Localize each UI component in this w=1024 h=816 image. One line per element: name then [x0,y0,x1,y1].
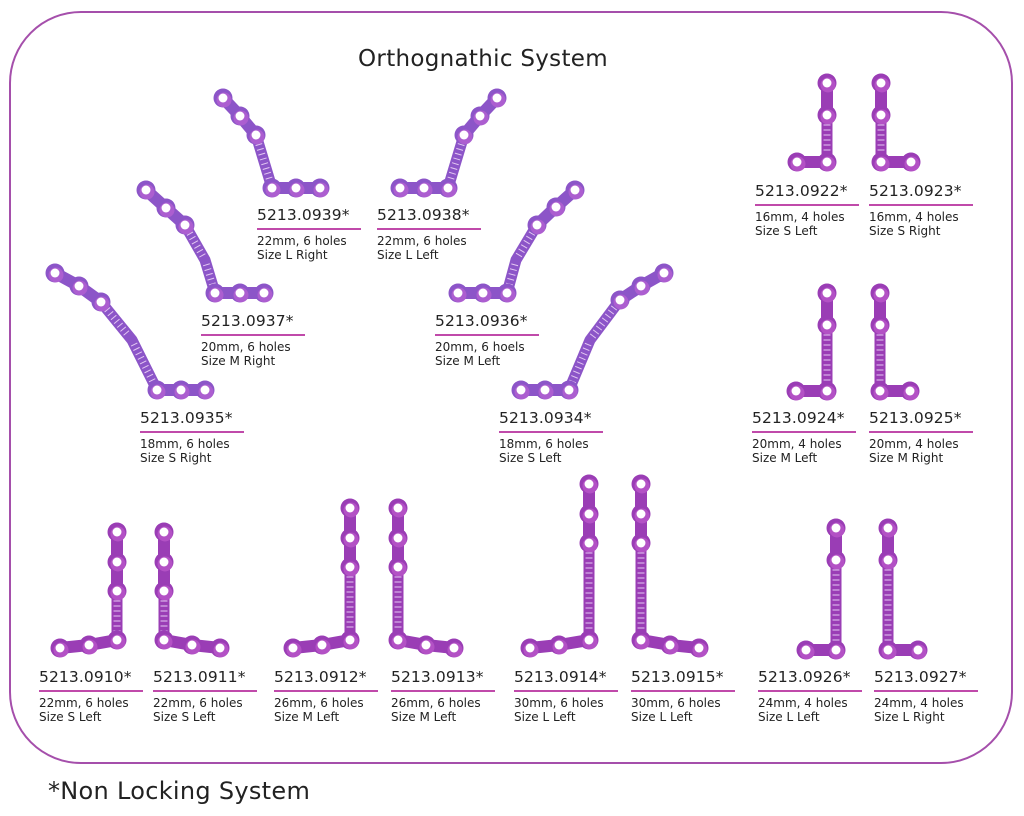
product-label: 5213.0937* 20mm, 6 holes Size M Right [201,312,305,368]
product-label: 5213.0925* 20mm, 4 holes Size M Right [869,409,973,465]
product-variant: Size L Left [377,248,439,262]
product-variant: Size L Left [631,710,693,724]
product-size: 22mm, 6 holes [39,696,129,710]
catalog-frame [9,11,1013,764]
product-label: 5213.0936* 20mm, 6 hoels Size M Left [435,312,539,368]
product-size: 26mm, 6 holes [274,696,364,710]
product-code: 5213.0923* [869,182,973,206]
bone-plate-icon [388,498,464,658]
product-variant: Size L Right [257,248,328,262]
product-variant: Size S Right [140,451,212,465]
bone-plate-icon [283,498,360,658]
product-label: 5213.0938* 22mm, 6 holes Size L Left [377,206,481,262]
product-size: 22mm, 6 holes [377,234,467,248]
product-size: 24mm, 4 holes [758,696,848,710]
product-label: 5213.0935* 18mm, 6 holes Size S Right [140,409,244,465]
bone-plate-icon [631,474,709,658]
product-size: 30mm, 6 holes [631,696,721,710]
bone-plate-icon [390,88,507,198]
product-code: 5213.0922* [755,182,859,206]
product-size: 22mm, 6 holes [257,234,347,248]
product-variant: Size S Left [153,710,216,724]
product-variant: Size S Left [39,710,102,724]
product-size: 26mm, 6 holes [391,696,481,710]
product-code: 5213.0925* [869,409,973,433]
product-size: 30mm, 6 holes [514,696,604,710]
bone-plate-icon [154,522,230,658]
product-variant: Size L Right [874,710,945,724]
product-label: 5213.0911* 22mm, 6 holes Size S Left [153,668,257,724]
product-code: 5213.0910* [39,668,143,692]
product-label: 5213.0910* 22mm, 6 holes Size S Left [39,668,143,724]
product-size: 20mm, 4 holes [752,437,842,451]
bone-plate-icon [878,518,928,660]
product-code: 5213.0912* [274,668,378,692]
product-label: 5213.0922* 16mm, 4 holes Size S Left [755,182,859,238]
product-variant: Size M Left [391,710,457,724]
footnote: *Non Locking System [48,777,311,805]
bone-plate-icon [786,283,837,401]
product-code: 5213.0937* [201,312,305,336]
bone-plate-icon [511,263,674,400]
bone-plate-icon [787,73,837,172]
bone-plate-icon [213,88,330,198]
bone-plate-icon [448,180,585,303]
page-title: Orthognathic System [358,46,608,72]
bone-plate-icon [136,180,274,303]
bone-plate-icon [870,283,920,401]
product-code: 5213.0934* [499,409,603,433]
product-label: 5213.0926* 24mm, 4 holes Size L Left [758,668,862,724]
product-code: 5213.0914* [514,668,618,692]
product-variant: Size S Left [499,451,562,465]
bone-plate-icon [45,263,215,400]
product-size: 16mm, 4 holes [869,210,959,224]
product-size: 20mm, 6 holes [201,340,291,354]
bone-plate-icon [50,522,127,658]
product-label: 5213.0927* 24mm, 4 holes Size L Right [874,668,978,724]
product-code: 5213.0911* [153,668,257,692]
product-label: 5213.0924* 20mm, 4 holes Size M Left [752,409,856,465]
bone-plate-icon [520,474,599,658]
product-variant: Size L Left [758,710,820,724]
product-code: 5213.0939* [257,206,361,230]
product-label: 5213.0934* 18mm, 6 holes Size S Left [499,409,603,465]
product-variant: Size M Left [274,710,340,724]
product-size: 20mm, 6 hoels [435,340,525,354]
product-code: 5213.0913* [391,668,495,692]
product-size: 16mm, 4 holes [755,210,845,224]
product-variant: Size L Left [514,710,576,724]
product-label: 5213.0915* 30mm, 6 holes Size L Left [631,668,735,724]
product-code: 5213.0927* [874,668,978,692]
product-code: 5213.0938* [377,206,481,230]
product-variant: Size M Right [201,354,276,368]
product-code: 5213.0936* [435,312,539,336]
product-size: 18mm, 6 holes [140,437,230,451]
product-code: 5213.0924* [752,409,856,433]
product-label: 5213.0913* 26mm, 6 holes Size M Left [391,668,495,724]
product-variant: Size S Right [869,224,941,238]
product-size: 22mm, 6 holes [153,696,243,710]
product-label: 5213.0939* 22mm, 6 holes Size L Right [257,206,361,262]
product-label: 5213.0914* 30mm, 6 holes Size L Left [514,668,618,724]
product-size: 24mm, 4 holes [874,696,964,710]
product-variant: Size S Left [755,224,818,238]
product-variant: Size M Right [869,451,944,465]
product-variant: Size M Left [435,354,501,368]
product-code: 5213.0915* [631,668,735,692]
bone-plate-icon [796,518,846,660]
product-label: 5213.0923* 16mm, 4 holes Size S Right [869,182,973,238]
product-code: 5213.0926* [758,668,862,692]
product-code: 5213.0935* [140,409,244,433]
product-variant: Size M Left [752,451,818,465]
bone-plate-icon [871,73,921,172]
product-label: 5213.0912* 26mm, 6 holes Size M Left [274,668,378,724]
product-size: 20mm, 4 holes [869,437,959,451]
product-size: 18mm, 6 holes [499,437,589,451]
